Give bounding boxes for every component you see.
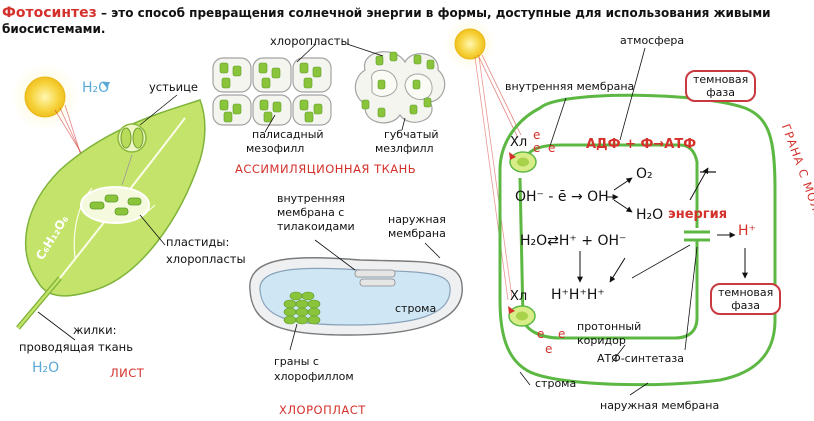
sun-right-icon	[444, 18, 496, 70]
adp-equation: АДФ + Ф→АТФ	[586, 137, 697, 152]
spongy-label-line1: губчатый	[384, 128, 439, 141]
dark-phase-bottom-line1: темновая	[718, 286, 774, 299]
definition-text-line2: биосистемами.	[2, 22, 106, 36]
spongy-label-line2: мезлфилл	[375, 142, 434, 155]
proton-corridor-label-line2: коридор	[577, 334, 626, 347]
energy-label: энергия	[668, 207, 728, 222]
electron-bottom-1: e	[537, 327, 545, 341]
atmosphere-label: атмосфера	[620, 34, 685, 47]
stomata-label: устьице	[149, 80, 198, 94]
inner-membrane-label-line2: мембрана с	[277, 206, 345, 219]
oh-reaction: OH⁻ - ē → OH	[515, 189, 609, 205]
outer-membrane-label-line2: мембрана	[388, 227, 446, 240]
definition-header: Фотосинтез – это способ превращения солн…	[2, 2, 771, 21]
stomata-icon	[117, 123, 147, 153]
spongy-mesophyll-icon	[354, 51, 446, 124]
inner-membrane-label-line1: внутренняя	[277, 192, 345, 205]
h2o-product-label: H₂O	[636, 207, 664, 223]
stroma-label-thylakoid: строма	[535, 377, 577, 390]
palisade-mesophyll-icon	[212, 57, 332, 126]
palisade-label-line1: палисадный	[252, 128, 324, 141]
inner-membrane-label: внутренняя мембрана	[505, 80, 635, 93]
electron-bottom-3: e	[545, 342, 553, 356]
electron-top-3: e	[548, 141, 556, 155]
chloroplast-title: ХЛОРОПЛАСТ	[279, 403, 366, 417]
chlorophyll-bottom-icon	[508, 305, 536, 327]
chlorophyll-top-icon	[509, 151, 537, 173]
plastids-label-line1: пластиды:	[166, 235, 230, 249]
leaf-cell	[80, 186, 150, 224]
term-title: Фотосинтез	[2, 5, 97, 21]
h-plus-label: H⁺	[738, 223, 756, 239]
proton-corridor-label-line1: протонный	[577, 320, 642, 333]
dark-phase-bottom-badge: темновая фаза	[710, 283, 782, 315]
h2o-top-label: H₂O	[82, 80, 110, 96]
palisade-label-line2: мезофилл	[246, 142, 305, 155]
veins-label-line1: жилки:	[73, 323, 117, 337]
protons-label: H⁺H⁺H⁺	[551, 287, 605, 303]
dark-phase-top-badge: темновая фаза	[685, 70, 757, 102]
plastids-label-line2: хлоропласты	[166, 252, 246, 266]
chloroplast-icon	[249, 256, 463, 336]
veins-label-line2: проводящая ткань	[19, 340, 133, 354]
inner-membrane-label-line3: тилакоидами	[277, 220, 355, 233]
tissue-title: АССИМИЛЯЦИОННАЯ ТКАНЬ	[235, 162, 417, 176]
chl-bottom-label: Хл	[510, 289, 528, 304]
water-split-reaction: H₂O⇄H⁺ + OH⁻	[520, 233, 627, 249]
stroma-label-chloroplast: строма	[395, 302, 437, 315]
o2-label: O₂	[636, 166, 653, 182]
chloroplasts-label: хлоропласты	[270, 34, 350, 48]
dark-phase-top-line1: темновая	[693, 73, 749, 86]
sun-left-icon	[11, 63, 79, 131]
outer-membrane-label: наружная мембрана	[600, 399, 720, 412]
electron-top-1: e	[533, 128, 541, 142]
grana-label-line2: хлорофиллом	[274, 370, 354, 383]
leaf-title: ЛИСТ	[110, 366, 145, 380]
inner-membrane-shape	[523, 143, 699, 228]
atp-synthase-label: АТФ-синтетаза	[597, 352, 684, 365]
chl-top-label: Хл	[510, 135, 528, 150]
definition-text-line1: – это способ превращения солнечной энерг…	[96, 6, 771, 20]
grana-label-line1: граны с	[274, 355, 319, 368]
dark-phase-top-line2: фаза	[706, 86, 735, 99]
dark-phase-bottom-line2: фаза	[731, 299, 760, 312]
h2o-bottom-label: H₂O	[32, 360, 60, 376]
electron-top-2: e	[533, 141, 541, 155]
outer-membrane-label-line1: наружная	[388, 213, 446, 226]
electron-bottom-2: e	[558, 327, 566, 341]
